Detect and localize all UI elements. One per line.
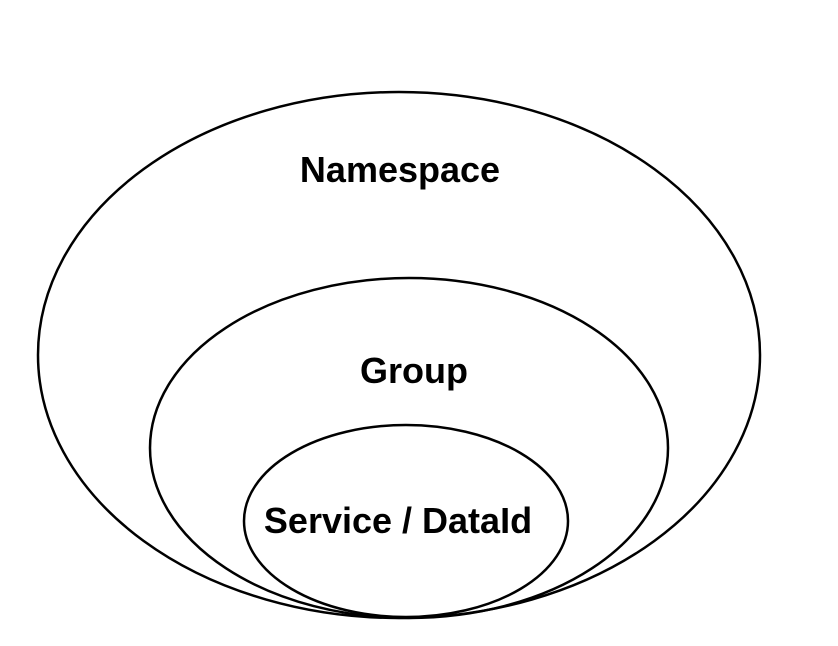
group-label: Group [360, 350, 468, 391]
group-ellipse [148, 276, 670, 620]
namespace-label: Namespace [300, 149, 500, 190]
service-dataid-ellipse [242, 423, 570, 619]
service-dataid-label: Service / DataId [264, 500, 532, 541]
